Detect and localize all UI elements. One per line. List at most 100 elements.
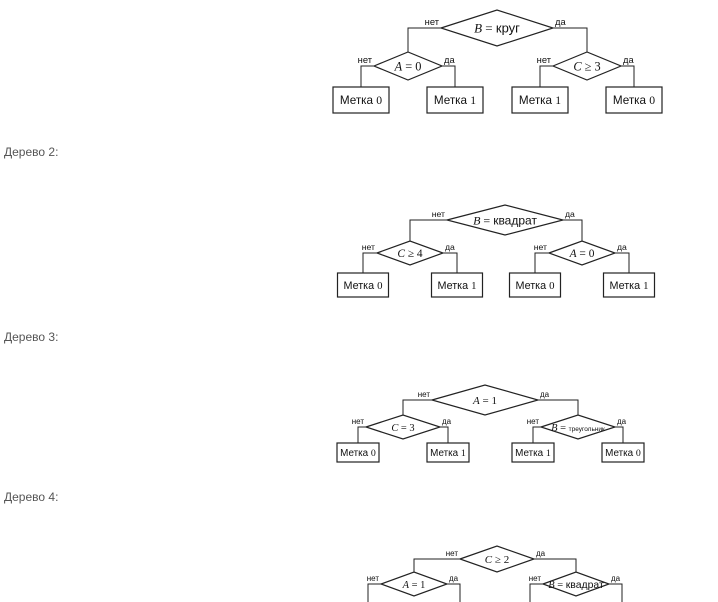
tree-3-root-node bbox=[429, 384, 541, 416]
tree-3-leaf-4-box bbox=[601, 442, 645, 463]
tree-2-leaf-2-box bbox=[430, 272, 484, 298]
tree-2-root-node bbox=[444, 204, 566, 236]
tree-1-left-yes-label: да bbox=[444, 55, 455, 65]
tree-1-left-condition: A = 0 bbox=[394, 59, 422, 73]
tree-1-edge-right-yes bbox=[621, 65, 635, 87]
tree-3-caption: Дерево 3: bbox=[4, 330, 59, 344]
tree-4-right-no-label: нет bbox=[529, 574, 542, 583]
tree-1-left-node bbox=[372, 51, 444, 81]
tree-2-root-condition: B = квадрат bbox=[473, 213, 537, 227]
tree-3-left-condition: C = 3 bbox=[391, 423, 414, 434]
tree-4-edge-root-yes bbox=[534, 558, 577, 572]
tree-1-edge-root-no bbox=[407, 27, 441, 52]
tree-3-right-condition: B = треугольник bbox=[551, 423, 605, 434]
tree-4-root-yes-label: да bbox=[536, 549, 546, 558]
tree-3-left-yes-label: да bbox=[442, 417, 452, 426]
tree-2-leaf-1-box bbox=[336, 272, 390, 298]
tree-1-right-yes-label: да bbox=[623, 55, 634, 65]
tree-2-right-yes-label: да bbox=[617, 242, 627, 252]
tree-3-root-no-label: нет bbox=[418, 390, 431, 399]
tree-3-left-no-label: нет bbox=[352, 417, 365, 426]
tree-4-left-condition: A = 1 bbox=[402, 580, 426, 591]
tree-1-leaf-1-label: Метка 0 bbox=[340, 94, 382, 107]
tree-2-edge-root-no bbox=[409, 219, 447, 241]
tree-1-root-condition: B = круг bbox=[474, 21, 520, 36]
tree-2-root-yes-label: да bbox=[565, 209, 575, 219]
tree-2-left-node bbox=[375, 240, 445, 266]
tree-3-leaf-2-box bbox=[426, 442, 470, 463]
tree-1-edge-left-yes bbox=[442, 65, 456, 87]
tree-2-edge-right-yes bbox=[615, 252, 630, 273]
tree-1-leaf-2-box bbox=[426, 86, 484, 114]
tree-1-leaf-3-label: Метка 1 bbox=[519, 94, 561, 107]
tree-4-caption: Дерево 4: bbox=[4, 490, 59, 504]
tree-1-leaf-4-box bbox=[605, 86, 663, 114]
tree-4-left-no-label: нет bbox=[367, 574, 380, 583]
tree-3-right-node bbox=[539, 414, 617, 440]
tree-1-root-yes-label: да bbox=[555, 17, 566, 27]
tree-3-leaf-1-label: Метка 0 bbox=[340, 448, 376, 459]
tree-4-root-no-label: нет bbox=[446, 549, 459, 558]
tree-4-edge-left-yes bbox=[447, 583, 461, 602]
tree-3-leaf-3-label: Метка 1 bbox=[515, 448, 551, 459]
tree-1-root-no-label: нет bbox=[425, 17, 440, 27]
tree-4-root-node bbox=[458, 545, 536, 573]
tree-2-right-no-label: нет bbox=[534, 242, 547, 252]
tree-4-right-yes-label: да bbox=[611, 574, 621, 583]
tree-3-edge-left-yes bbox=[440, 426, 449, 443]
tree-3-leaf-2-label: Метка 1 bbox=[430, 448, 466, 459]
tree-4-edge-right-yes bbox=[609, 583, 623, 602]
tree-1-right-condition: C ≥ 3 bbox=[573, 59, 600, 73]
tree-1-edge-left-no bbox=[360, 65, 374, 87]
tree-1-edge-right-no bbox=[539, 65, 553, 87]
tree-2-leaf-3-box bbox=[508, 272, 562, 298]
tree-1-root-node bbox=[439, 9, 555, 47]
tree-2-leaf-2-label: Метка 1 bbox=[437, 280, 476, 292]
tree-3-right-yes-label: да bbox=[617, 417, 627, 426]
tree-4-left-node bbox=[379, 571, 449, 597]
tree-3-root-yes-label: да bbox=[540, 390, 550, 399]
tree-4-edge-left-no bbox=[367, 583, 381, 602]
tree-4-root-condition: C ≥ 2 bbox=[485, 554, 509, 566]
tree-2-edge-left-yes bbox=[443, 252, 458, 273]
tree-4-edge-root-no bbox=[413, 558, 460, 572]
tree-3-right-no-label: нет bbox=[527, 417, 540, 426]
tree-2-right-node bbox=[547, 240, 617, 266]
tree-2-edge-left-no bbox=[362, 252, 377, 273]
tree-3-leaf-1-box bbox=[336, 442, 380, 463]
tree-2-left-condition: C ≥ 4 bbox=[397, 248, 423, 260]
tree-3-root-condition: A = 1 bbox=[472, 395, 497, 407]
tree-1-leaf-2-label: Метка 1 bbox=[434, 94, 476, 107]
tree-1-edge-root-yes bbox=[553, 27, 588, 52]
tree-3-edge-right-yes bbox=[615, 426, 624, 443]
tree-3-leaf-3-box bbox=[511, 442, 555, 463]
tree-2-leaf-3-label: Метка 0 bbox=[515, 280, 554, 292]
tree-3-leaf-4-label: Метка 0 bbox=[605, 448, 641, 459]
decision-tree-3: A = 1 нет да C = 3 нет да B = треугольник нет да… bbox=[336, 384, 645, 463]
tree-3-edge-right-no bbox=[532, 426, 541, 443]
tree-2-right-condition: A = 0 bbox=[569, 248, 595, 260]
tree-4-left-yes-label: да bbox=[449, 574, 459, 583]
tree-2-leaf-4-box bbox=[602, 272, 656, 298]
tree-2-edge-right-no bbox=[534, 252, 549, 273]
tree-2-root-no-label: нет bbox=[432, 209, 445, 219]
tree-2-left-no-label: нет bbox=[362, 242, 375, 252]
tree-4-right-node bbox=[541, 571, 611, 597]
tree-2-caption: Дерево 2: bbox=[4, 145, 59, 159]
tree-2-leaf-1-label: Метка 0 bbox=[343, 280, 382, 292]
tree-1-leaf-4-label: Метка 0 bbox=[613, 94, 655, 107]
tree-1-right-node bbox=[551, 51, 623, 81]
tree-1-right-no-label: нет bbox=[537, 55, 552, 65]
tree-1-leaf-3-box bbox=[511, 86, 569, 114]
tree-3-edge-root-no bbox=[402, 399, 432, 415]
tree-3-left-node bbox=[364, 414, 442, 440]
tree-2-leaf-4-label: Метка 1 bbox=[609, 280, 648, 292]
tree-3-edge-root-yes bbox=[538, 399, 579, 415]
decision-tree-4: C ≥ 2 нет да A = 1 нет да B = квадрат нет да bbox=[367, 545, 623, 602]
tree-2-edge-root-yes bbox=[563, 219, 583, 241]
tree-4-edge-right-no bbox=[529, 583, 543, 602]
decision-tree-2: B = квадрат нет да C ≥ 4 нет да A = 0 нет даМетк… bbox=[336, 204, 656, 298]
tree-4-right-condition: B = квадрат bbox=[548, 580, 604, 591]
tree-2-left-yes-label: да bbox=[445, 242, 455, 252]
